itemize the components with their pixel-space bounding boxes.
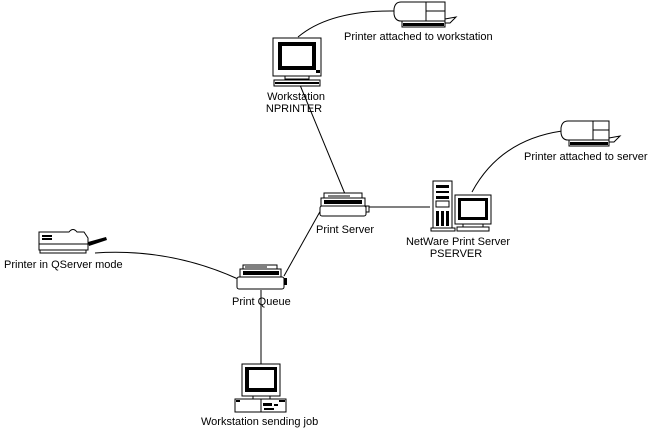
connection-nprinter-to-print-server xyxy=(299,84,346,195)
label-print-queue: Print Queue xyxy=(232,296,291,308)
print-queue-icon[interactable] xyxy=(236,264,287,290)
connection-nprinter-to-printer xyxy=(297,10,396,38)
label-workstation-sending-job: Workstation sending job xyxy=(201,416,319,428)
label-printer-in-qserver-mode: Printer in QServer mode xyxy=(4,259,123,271)
printer-icon[interactable] xyxy=(560,120,622,147)
connection-qserver-to-queue xyxy=(94,251,239,280)
label-nprinter: NPRINTER xyxy=(265,103,323,115)
server-tower-icon[interactable] xyxy=(430,180,492,232)
connection-print-server-to-queue xyxy=(283,207,323,277)
label-printer-attached-to-workstation: Printer attached to workstation xyxy=(344,31,493,43)
label-netware-print-server: NetWare Print Server xyxy=(405,236,511,248)
workstation-icon[interactable] xyxy=(272,37,322,87)
connection-pserver-to-printer xyxy=(471,130,563,193)
printer-icon[interactable] xyxy=(393,1,458,28)
print-server-icon[interactable] xyxy=(319,192,370,217)
desktop-printer-icon[interactable] xyxy=(38,229,107,254)
label-printer-attached-to-server: Printer attached to server xyxy=(524,151,648,163)
label-pserver: PSERVER xyxy=(429,248,483,260)
desktop-computer-icon[interactable] xyxy=(234,363,287,413)
label-workstation: Workstation xyxy=(267,91,325,103)
connections xyxy=(94,10,563,365)
label-print-server: Print Server xyxy=(316,224,375,236)
